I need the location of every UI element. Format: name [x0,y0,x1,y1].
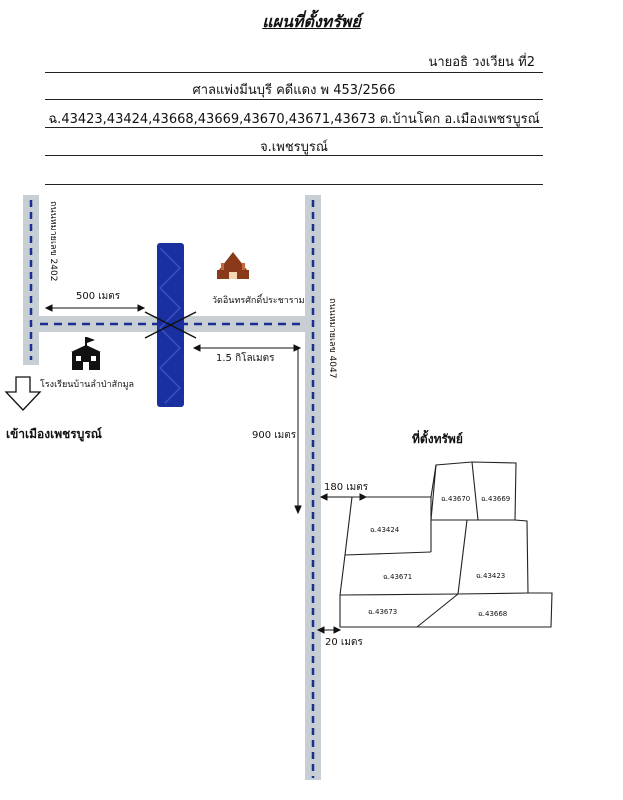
plot-43673: ฉ.43673 [368,608,398,616]
to-city-label: เข้าเมืองเพชรบูรณ์ [6,427,102,441]
plot-43424: ฉ.43424 [370,526,400,534]
deed-list: ฉ.43423,43424,43668,43669,43670,43671,43… [48,112,540,127]
distance-1-5km: 1.5 กิโลเมตร [216,353,275,364]
property-parcels [339,461,553,628]
road-2402 [23,195,39,365]
distance-20m: 20 เมตร [325,637,363,648]
plot-43669: ฉ.43669 [481,495,511,503]
road-2402-label: ถนนหมายเลข 2402 [48,201,58,282]
school-label: โรงเรียนบ้านลำป่าสักมูล [40,380,135,390]
distance-180m: 180 เมตร [324,482,369,493]
header-rule-2 [45,99,543,100]
road-4047-label: ถนนหมายเลข 4047 [327,298,337,379]
temple-label: วัดอินทรศักดิ์ประชาราม [212,296,305,306]
map-title: แผนที่ตั้งทรัพย์ [262,12,361,31]
plot-43670: ฉ.43670 [441,495,471,503]
distance-500m: 500 เมตร [76,291,121,302]
header-rule-4 [45,155,543,156]
header-rule-5 [45,184,543,185]
owner-name: นายอธิ วงเวียน ที่2 [428,55,535,70]
header-rule-1 [45,72,543,73]
province: จ.เพชรบูรณ์ [260,140,328,155]
temple-icon [217,252,249,279]
distance-900m: 900 เมตร [252,430,297,441]
case-number: ศาลแพ่งมีนบุรี คดีแดง พ 453/2566 [192,83,396,98]
property-location-label: ที่ตั้งทรัพย์ [412,432,463,446]
header-rule-3 [45,127,543,128]
plot-43671: ฉ.43671 [383,573,413,581]
school-icon [71,337,101,370]
to-city-arrow-icon [4,376,42,411]
plot-43668: ฉ.43668 [478,610,508,618]
plot-43423: ฉ.43423 [476,572,506,580]
road-4047 [305,195,321,780]
bridge-icon [144,311,197,339]
